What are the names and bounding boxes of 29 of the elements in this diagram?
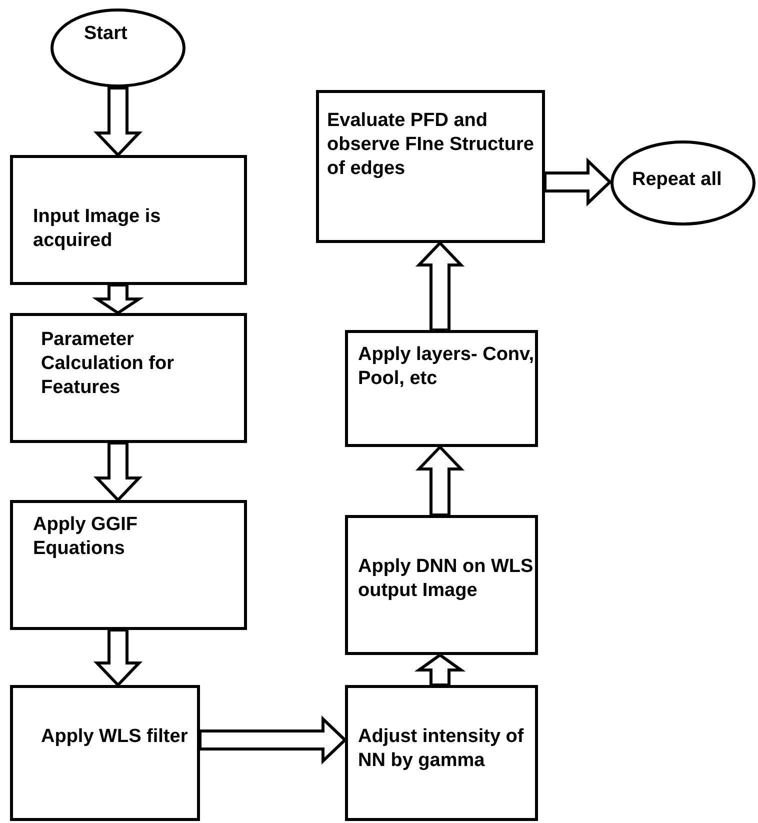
process-box (10, 685, 200, 821)
terminal-ellipse (610, 140, 756, 226)
step-text: Apply DNN on WLS output Image (358, 555, 534, 603)
process-box (316, 90, 545, 243)
step-text: Input Image is acquired (33, 205, 162, 253)
step-text: Repeat all (632, 168, 723, 192)
step-text: Start (84, 22, 128, 46)
step-text: Evaluate PFD and observe FIne Structure of edges (327, 109, 535, 181)
process-box (345, 330, 538, 447)
block-arrow (94, 628, 142, 688)
process-box (345, 515, 538, 655)
step-text: Adjust intensity of NN by gamma (358, 725, 525, 773)
block-arrow (544, 158, 612, 206)
process-box (10, 313, 247, 443)
process-box (345, 685, 538, 821)
step-text: Apply GGIF Equations (33, 513, 138, 561)
step-text: Parameter Calculation for Features (41, 328, 176, 400)
block-arrow (416, 240, 464, 332)
block-arrow (416, 444, 464, 516)
process-box (10, 155, 247, 285)
block-arrow (94, 86, 142, 158)
block-arrow (94, 442, 142, 502)
block-arrow (92, 284, 144, 315)
terminal-ellipse (50, 8, 186, 88)
process-box (10, 500, 247, 630)
block-arrow (414, 653, 466, 686)
step-text: Apply layers- Conv, Pool, etc (358, 343, 535, 391)
block-arrow (198, 716, 348, 764)
step-text: Apply WLS filter (41, 725, 189, 749)
